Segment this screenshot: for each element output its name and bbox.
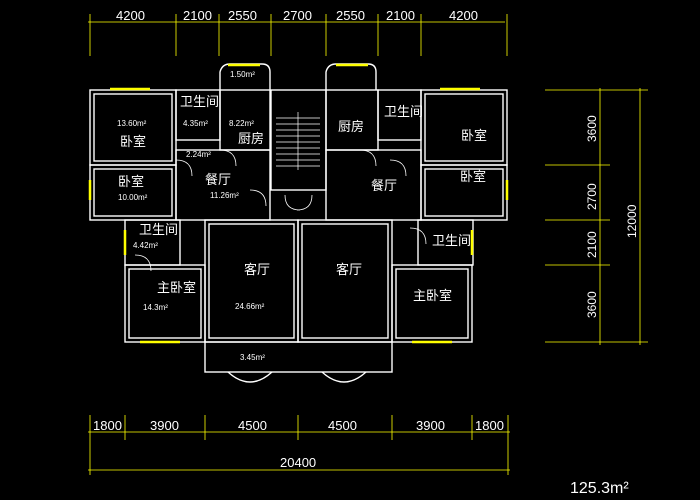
dim-right-1: 3600 [585, 115, 599, 142]
left-living-area: 24.66m² [235, 302, 265, 311]
bottom-dimension-chain: 1800 3900 4500 4500 3900 1800 20400 [88, 415, 510, 475]
balcony-top-area: 1.50m² [230, 70, 255, 79]
dim-top-5: 2550 [336, 8, 365, 23]
left-dining-label: 餐厅 [205, 172, 231, 188]
right-bedroom-top-label: 卧室 [461, 128, 487, 144]
balcony-bottom-area: 3.45m² [240, 353, 265, 362]
right-bath-2-label: 卫生间 [432, 234, 471, 249]
door-swings [134, 149, 427, 272]
left-bath-top-area: 4.35m² [183, 119, 208, 128]
left-bath-2-label: 卫生间 [139, 223, 178, 238]
left-hall-area: 2.24m² [186, 150, 211, 159]
right-kitchen-label: 厨房 [338, 119, 364, 135]
left-bedroom-2-area: 10.00m² [118, 193, 148, 202]
dim-right-4: 3600 [585, 291, 599, 318]
dim-bottom-4: 4500 [328, 418, 357, 433]
left-bedroom-top-label: 卧室 [120, 134, 146, 150]
left-master-label: 主卧室 [157, 280, 196, 296]
right-bedroom-2-label: 卧室 [460, 169, 486, 185]
total-area: 125.3m² [570, 480, 629, 497]
left-bath-2-area: 4.42m² [133, 241, 158, 250]
right-dining-label: 餐厅 [371, 178, 397, 194]
dim-bottom-3: 4500 [238, 418, 267, 433]
dim-top-2: 2100 [183, 8, 212, 23]
room-labels: 13.60m² 卧室 卫生间 4.35m² 8.22m² 厨房 2.24m² 1… [117, 70, 487, 362]
dim-right-2: 2700 [585, 183, 599, 210]
right-dimension-chain: 3600 2700 2100 3600 12000 [545, 88, 648, 345]
left-bedroom-top-area: 13.60m² [117, 119, 147, 128]
left-dining-area: 11.26m² [210, 191, 239, 200]
left-bath-top-label: 卫生间 [180, 95, 219, 110]
left-kitchen-area: 8.22m² [229, 119, 254, 128]
windows [88, 63, 509, 344]
dim-top-3: 2550 [228, 8, 257, 23]
dim-top-7: 4200 [449, 8, 478, 23]
dim-bottom-1: 1800 [93, 418, 122, 433]
dim-bottom-6: 1800 [475, 418, 504, 433]
dim-right-3: 2100 [585, 231, 599, 258]
dim-top-6: 2100 [386, 8, 415, 23]
left-kitchen-label: 厨房 [238, 131, 264, 147]
left-master-area: 14.3m² [143, 303, 168, 312]
left-living-label: 客厅 [244, 262, 270, 278]
right-bath-top-label: 卫生间 [384, 105, 423, 120]
right-living-label: 客厅 [336, 262, 362, 278]
dim-top-4: 2700 [283, 8, 312, 23]
dim-bottom-5: 3900 [416, 418, 445, 433]
right-master-label: 主卧室 [413, 288, 452, 304]
left-bedroom-2-label: 卧室 [118, 174, 144, 190]
top-dimension-chain: 4200 2100 2550 2700 2550 2100 4200 [88, 8, 508, 56]
dim-total-depth: 12000 [625, 204, 639, 238]
stair-treads [276, 112, 320, 170]
dim-bottom-2: 3900 [150, 418, 179, 433]
dim-top-1: 4200 [116, 8, 145, 23]
dim-total-width: 20400 [280, 455, 316, 470]
